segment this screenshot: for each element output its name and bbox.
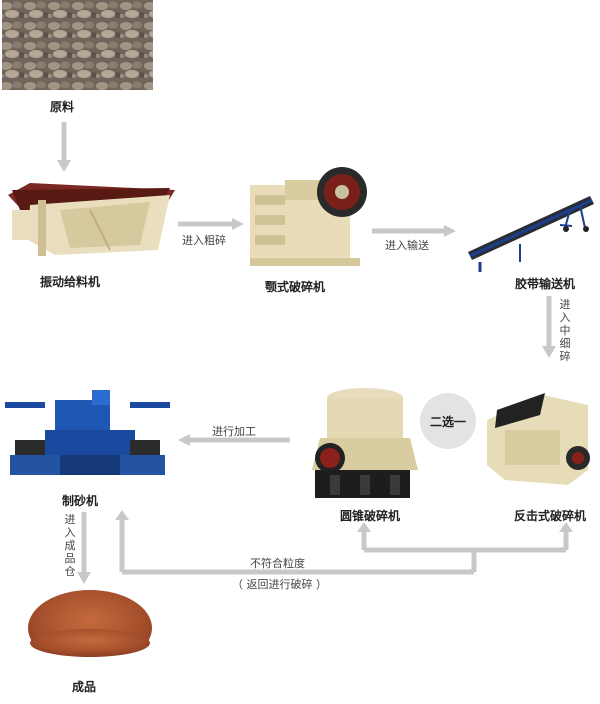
raw-material-image [2,0,153,90]
node-label-sand-making-machine: 制砂机 [62,494,99,508]
edge-label-to-warehouse: 进入成品仓 [64,513,76,578]
impact-crusher-image [487,393,590,485]
node-label-belt-conveyor: 胶带输送机 [515,277,576,291]
arrow-heads [57,160,573,584]
belt-conveyor-image [468,196,594,272]
choose-one-badge: 二选一 [420,393,476,449]
node-label-jaw-crusher: 颚式破碎机 [265,280,326,294]
vibrating-feeder-image [8,183,175,256]
node-label-impact-crusher: 反击式破碎机 [514,509,587,523]
edge-label-return-crushing: （ 返回进行破碎 ） [232,578,327,591]
edge-label-conveying: 进入输送 [385,239,429,252]
node-label-vibrating-feeder: 振动给料机 [40,275,101,289]
finished-product-image [20,590,170,667]
edge-label-unqualified-size: 不符合粒度 [250,557,305,570]
sand-making-machine-image [5,390,170,475]
cone-crusher-image [312,388,418,498]
edge-label-coarse-crushing: 进入粗碎 [182,234,226,247]
connector-lines [61,122,569,575]
edge-label-medium-fine-crushing: 进入中细碎 [559,298,571,363]
edge-label-processing: 进行加工 [212,425,256,438]
node-label-finished-product: 成品 [72,680,97,694]
node-label-raw-material: 原料 [50,100,75,114]
jaw-crusher-image [250,167,367,266]
node-label-cone-crusher: 圆锥破碎机 [340,509,401,523]
